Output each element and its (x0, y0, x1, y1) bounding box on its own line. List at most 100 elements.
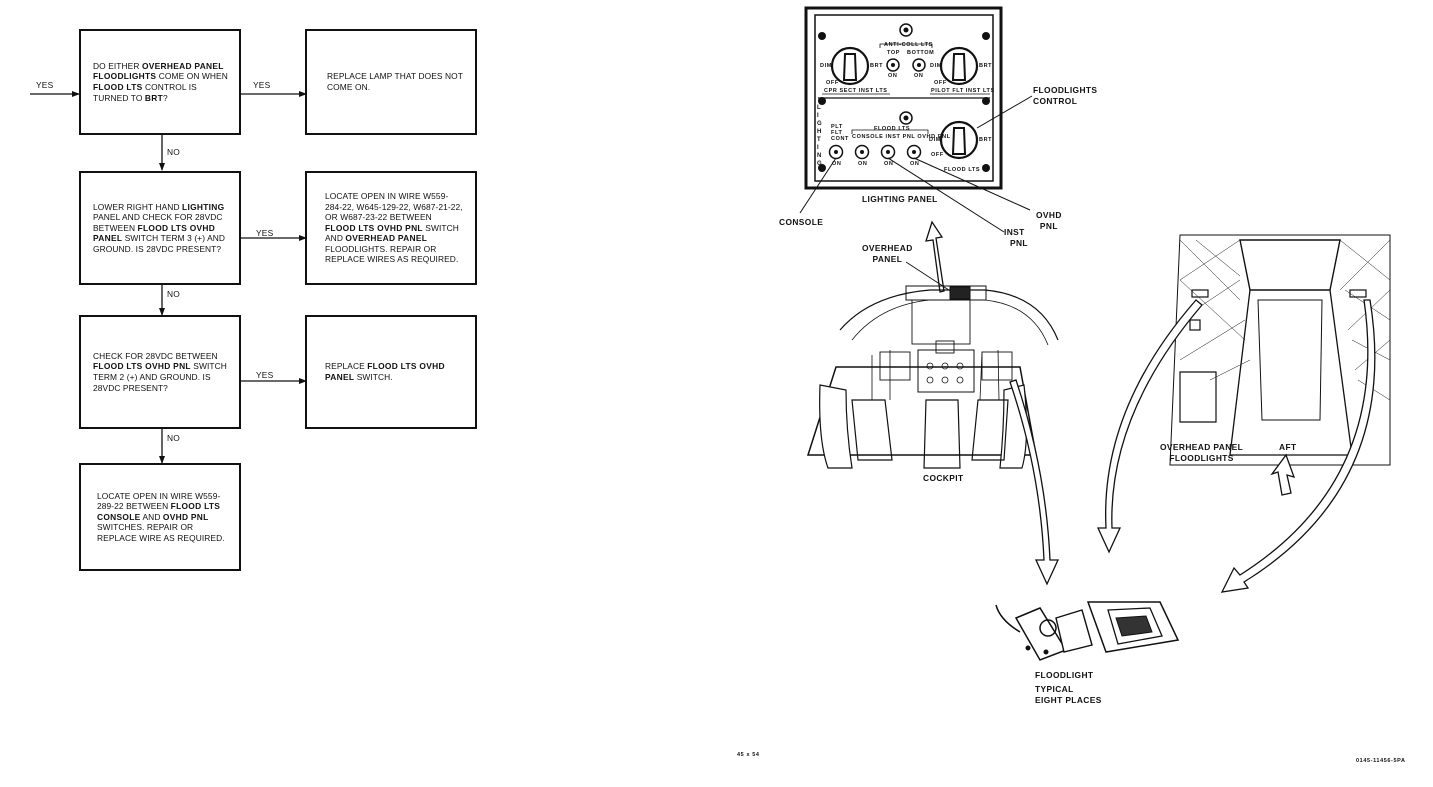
text-run: AND (140, 511, 163, 522)
lighting-panel-caption: LIGHTING PANEL (862, 194, 938, 204)
floodlight-location-arrows (1009, 299, 1376, 593)
top-on-label: ON (888, 73, 898, 79)
bottom-on-label: ON (914, 73, 924, 79)
bold-term: FLOOD LTS OVHD PNL (325, 222, 423, 233)
text-run: SWITCHES. REPAIR OR REPLACE WIRE AS REQU… (97, 522, 225, 543)
left-off-label: OFF (826, 80, 839, 86)
no-label-1: NO (167, 147, 180, 157)
floodlight-callout: FLOODLIGHT TYPICAL EIGHT PLACES (1035, 670, 1102, 706)
flood-off-label: OFF (931, 152, 944, 158)
bold-term: FLOOD LTS CONSOLE (97, 501, 221, 522)
cockpit-drawing (806, 285, 1059, 469)
action-box-2: LOCATE OPEN IN WIRE W559-284-22, W645-12… (305, 171, 477, 285)
right-dim-label: DIM (930, 63, 942, 69)
cabin-drawing (1169, 234, 1391, 466)
bold-term: LIGHTING (182, 201, 225, 212)
bold-term: FLOOD LTS OVHD PANEL (93, 222, 216, 244)
yes-label-3: YES (256, 370, 274, 380)
overhead-panel-line-1: OVERHEAD (862, 243, 913, 253)
decision-box-1: DO EITHER OVERHEAD PANEL FLOODLIGHTS COM… (79, 29, 241, 135)
sw2-on-label: ON (858, 161, 868, 167)
flood-lts-label: FLOOD LTS (874, 126, 911, 132)
ovhd-pnl-line-1: OVHD (1036, 210, 1062, 220)
panel-leader-lines (799, 95, 1033, 233)
decision-text-1: DO EITHER OVERHEAD PANEL FLOODLIGHTS COM… (93, 61, 229, 103)
cpr-sect-label: CPR SECT INST LTS (824, 88, 888, 94)
text-run: LOCATE OPEN IN WIRE W559-289-22 BETWEEN (97, 490, 221, 512)
flood-lts-knob-label: FLOOD LTS (944, 167, 981, 173)
bold-term: OVERHEAD PANEL (345, 233, 428, 244)
overhead-floodlights-callout: OVERHEAD PANEL FLOODLIGHTS (1160, 442, 1243, 464)
inst-pnl-line-1: INST (1004, 227, 1025, 237)
anti-coll-label: ANTI-COLL LTS (884, 42, 933, 48)
action-box-3: REPLACE FLOOD LTS OVHD PANEL SWITCH. (305, 315, 477, 429)
flood-brt-label: BRT (979, 137, 993, 143)
flood-sub-label: CONSOLE INST PNL OVHD PNL (852, 134, 951, 140)
overhead-floodlights-line-2: FLOODLIGHTS (1169, 453, 1234, 463)
action-text-4: LOCATE OPEN IN WIRE W559-289-22 BETWEEN … (97, 491, 229, 544)
floodlight-line-1: FLOODLIGHT (1035, 670, 1094, 680)
plt-flt-cont-label: PLT FLT CONT (831, 124, 849, 142)
text-run: LOWER RIGHT HAND (93, 201, 183, 212)
top-label: TOP (887, 50, 901, 56)
text-run: FLOODLIGHTS. REPAIR OR REPLACE WIRES AS … (325, 243, 459, 265)
lighting-panel-drawing (804, 6, 1003, 190)
bold-term: FLOOD LTS (93, 82, 143, 92)
decision-box-2: LOWER RIGHT HAND LIGHTING PANEL AND CHEC… (79, 171, 241, 285)
floodlights-control-line-1: FLOODLIGHTS (1033, 85, 1098, 95)
overhead-floodlights-line-1: OVERHEAD PANEL (1160, 442, 1244, 452)
no-label-2: NO (167, 289, 180, 299)
page-size-label: 45 x 54 (737, 752, 760, 758)
text-run: SWITCH TERM 3 (+) AND GROUND. IS 28VDC P… (93, 233, 226, 254)
inst-pnl-callout: INST PNL (1004, 227, 1028, 249)
text-run: LOCATE OPEN IN WIRE W559-284-22, W645-12… (325, 190, 463, 223)
yes-label-1: YES (253, 80, 271, 90)
text-run: SWITCH TERM 2 (+) AND GROUND. IS 28VDC P… (93, 361, 227, 393)
floodlight-drawing (995, 601, 1180, 661)
text-run: SWITCH. (354, 372, 393, 382)
text-run: REPLACE LAMP THAT DOES NOT COME ON. (327, 71, 463, 92)
aft-arrow (1270, 453, 1296, 496)
text-run: CHECK FOR 28VDC BETWEEN (93, 350, 218, 361)
bold-term: FLOOD LTS OVHD PNL (93, 361, 191, 372)
bold-term: FLOOD LTS OVHD PANEL (325, 361, 445, 382)
decision-text-3: CHECK FOR 28VDC BETWEEN FLOOD LTS OVHD P… (93, 351, 229, 393)
text-run: DO EITHER (93, 60, 142, 71)
sw4-on-label: ON (910, 161, 920, 167)
floodlights-control-callout: FLOODLIGHTS CONTROL (1033, 85, 1097, 107)
text-run: CONTROL IS TURNED TO (93, 82, 197, 103)
action-text-2: LOCATE OPEN IN WIRE W559-284-22, W645-12… (325, 191, 465, 265)
left-brt-label: BRT (870, 63, 884, 69)
action-text-3: REPLACE FLOOD LTS OVHD PANEL SWITCH. (325, 361, 465, 382)
flood-dim-label: DIM (929, 137, 941, 143)
floodlight-line-2: TYPICAL (1035, 684, 1074, 694)
cockpit-caption: COCKPIT (923, 473, 964, 483)
text-run: COME ON WHEN (156, 71, 228, 82)
bold-term: BRT (144, 92, 164, 103)
no-label-3: NO (167, 433, 180, 443)
text-run: PANEL AND CHECK FOR 28VDC BETWEEN (93, 212, 223, 233)
right-brt-label: BRT (979, 63, 993, 69)
figure-id-label: 0145-11456-5PA (1356, 758, 1406, 764)
sw3-on-label: ON (884, 161, 894, 167)
sw1-on-label: ON (832, 161, 842, 167)
bottom-label: BOTTOM (907, 50, 935, 56)
floodlights-control-line-2: CONTROL (1033, 96, 1078, 106)
ovhd-pnl-line-2: PNL (1039, 221, 1058, 231)
overhead-panel-callout: OVERHEAD PANEL (862, 243, 913, 265)
text-run: SWITCH AND (325, 222, 459, 244)
action-box-1: REPLACE LAMP THAT DOES NOT COME ON. (305, 29, 477, 135)
bold-term: OVERHEAD PANEL FLOODLIGHTS (93, 60, 224, 82)
inst-pnl-line-2: PNL (1010, 238, 1028, 248)
text-run: REPLACE (325, 361, 368, 372)
action-box-4: LOCATE OPEN IN WIRE W559-289-22 BETWEEN … (79, 463, 241, 571)
text-run: ? (163, 92, 168, 103)
action-text-1: REPLACE LAMP THAT DOES NOT COME ON. (327, 71, 465, 92)
side-letters-label: L I G H T I N G (817, 105, 823, 167)
decision-box-3: CHECK FOR 28VDC BETWEEN FLOOD LTS OVHD P… (79, 315, 241, 429)
ovhd-pnl-callout: OVHD PNL (1036, 210, 1062, 232)
panel-location-arrow (925, 220, 945, 293)
console-callout: CONSOLE (779, 217, 824, 227)
